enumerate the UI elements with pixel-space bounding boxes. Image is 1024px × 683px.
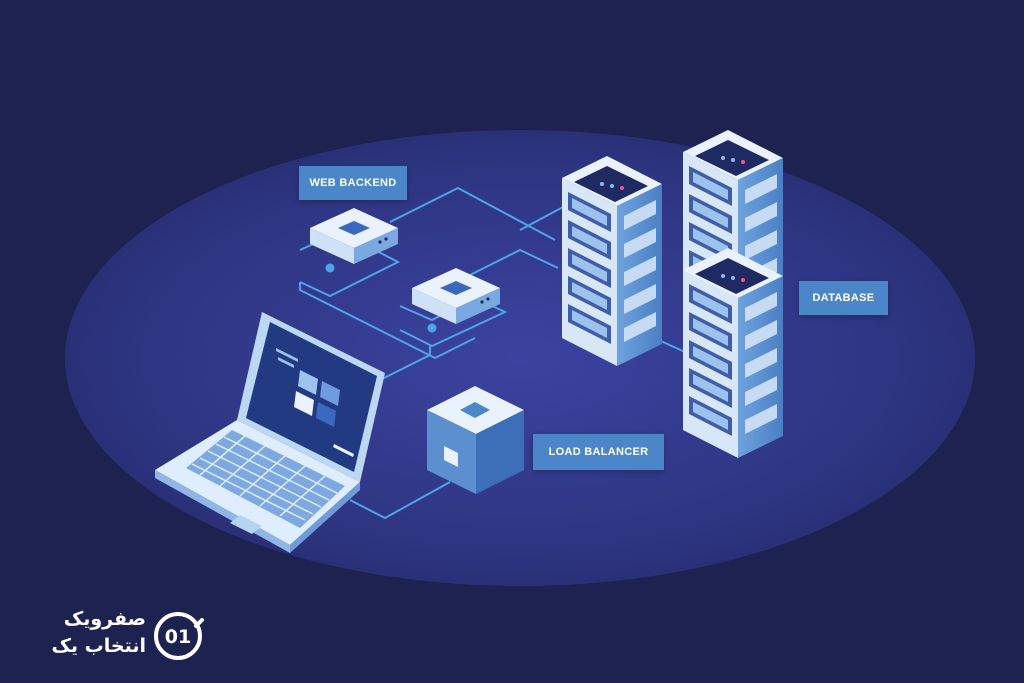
brand-logo-icon: 01	[154, 612, 204, 660]
server-rack-icon	[683, 248, 783, 458]
brand-name-line2: انتخاب یک	[51, 635, 146, 657]
load-balancer-cube-icon	[427, 386, 524, 494]
platform-ellipse	[65, 130, 975, 586]
brand-name-line1: صفرویک	[63, 608, 146, 630]
server-rack-icon	[562, 156, 662, 366]
database-label: DATABASE	[799, 281, 888, 315]
load-balancer-label: LOAD BALANCER	[533, 434, 664, 470]
brand-logo: صفرویک انتخاب یک 01	[22, 606, 212, 666]
web-backend-label: WEB BACKEND	[299, 166, 407, 200]
brand-mark-text: 01	[165, 626, 191, 648]
laptop-icon	[155, 312, 385, 553]
